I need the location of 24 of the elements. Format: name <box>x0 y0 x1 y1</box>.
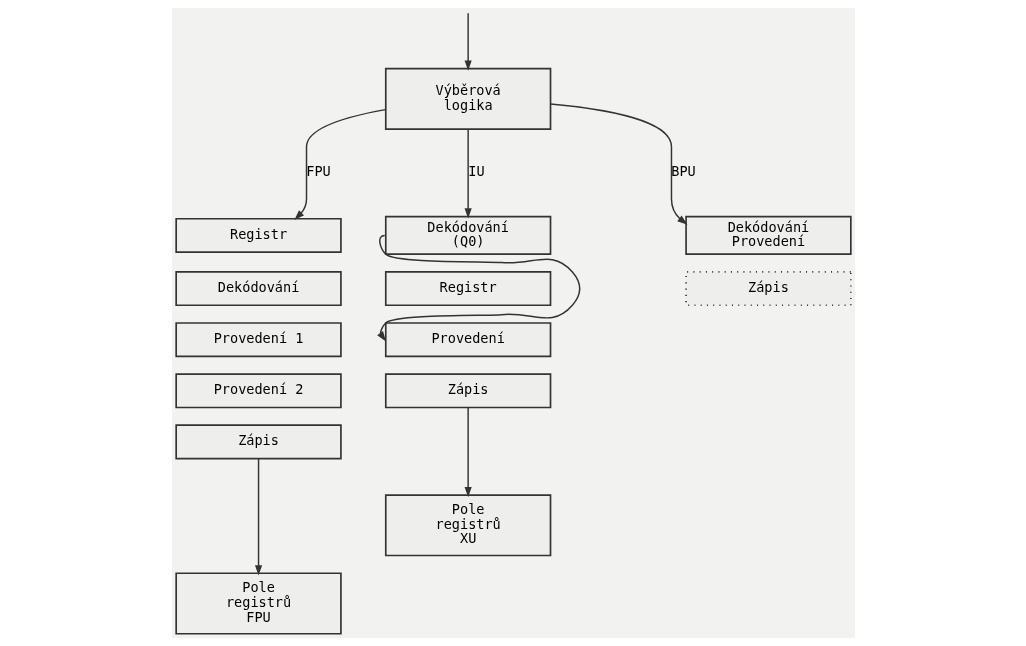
edge-label: FPU <box>305 163 331 180</box>
node-box: Výběrová logika <box>384 67 551 130</box>
node-box: Zápis <box>174 424 342 460</box>
arrow <box>254 458 262 576</box>
arrow <box>376 234 580 342</box>
edge-label: BPU <box>670 163 696 180</box>
arrow <box>549 103 688 225</box>
arrow <box>464 12 472 71</box>
node-box: Pole registrů FPU <box>174 572 342 635</box>
node-box: Zápis <box>684 271 852 307</box>
node-box: Dekódování (Q0) <box>384 215 551 255</box>
node-box: Provedení 2 <box>174 373 342 409</box>
node-box: Zápis <box>384 373 551 409</box>
arrow <box>293 108 386 221</box>
node-box: Pole registrů XU <box>384 494 551 557</box>
arrow <box>464 128 472 219</box>
node-box: Provedení 1 <box>174 322 342 358</box>
node-box: Dekódování <box>174 271 342 307</box>
arrow <box>464 406 472 498</box>
edge-label: IU <box>467 163 485 180</box>
node-box: Provedení <box>384 322 551 358</box>
node-box: Registr <box>384 271 551 307</box>
node-box: Registr <box>174 217 342 253</box>
node-box: Dekódování Provedení <box>684 215 852 255</box>
